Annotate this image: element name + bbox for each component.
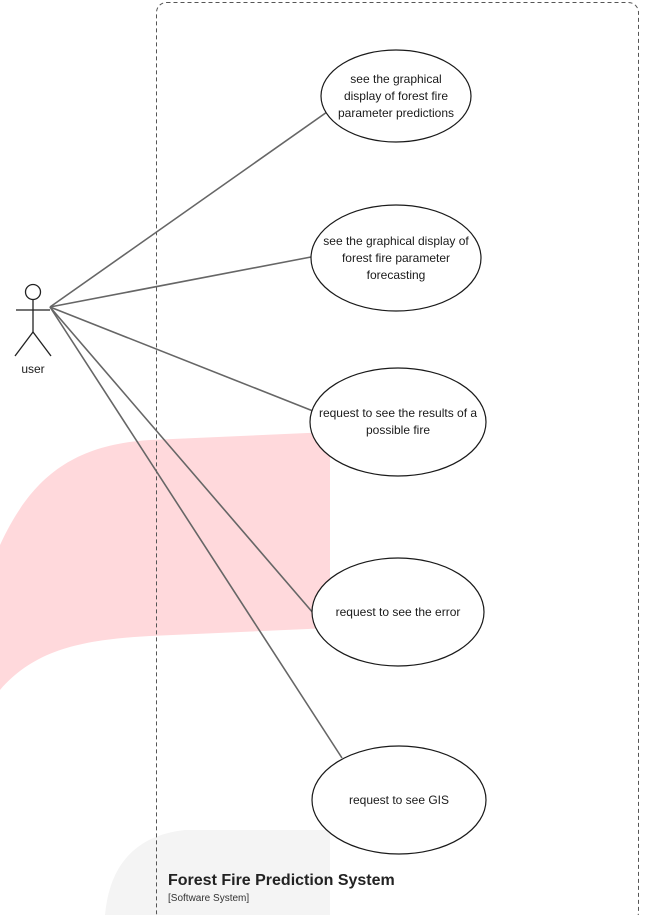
system-title: Forest Fire Prediction System xyxy=(168,872,395,889)
association-line-gis xyxy=(49,306,343,759)
use-case-label-predictions: see the graphical display of forest fire… xyxy=(337,71,455,120)
user-actor-icon[interactable] xyxy=(14,283,52,357)
use-case-possible-fire[interactable] xyxy=(309,367,487,477)
association-line-possible-fire xyxy=(49,306,314,412)
use-case-label-possible-fire: request to see the results of a possible… xyxy=(318,406,478,437)
association-line-predictions xyxy=(49,111,328,308)
use-case-predictions[interactable] xyxy=(320,49,472,143)
system-subtitle: [Software System] xyxy=(168,893,250,904)
association-line-error xyxy=(49,306,315,615)
background-highlight-band xyxy=(0,432,330,690)
associations xyxy=(49,111,343,759)
use-case-error[interactable] xyxy=(311,557,485,667)
background-ghost-shape xyxy=(105,830,330,915)
actor-label: user xyxy=(21,362,45,376)
use-case-gis[interactable] xyxy=(311,745,487,855)
system-boundary xyxy=(156,2,639,915)
use-case-forecasting[interactable] xyxy=(310,204,482,312)
use-case-label-forecasting: see the graphical display of forest fire… xyxy=(323,233,469,282)
use-case-label-gis: request to see GIS xyxy=(348,792,450,807)
use-case-label-error: request to see the error xyxy=(335,604,461,619)
association-line-forecasting xyxy=(49,256,312,308)
